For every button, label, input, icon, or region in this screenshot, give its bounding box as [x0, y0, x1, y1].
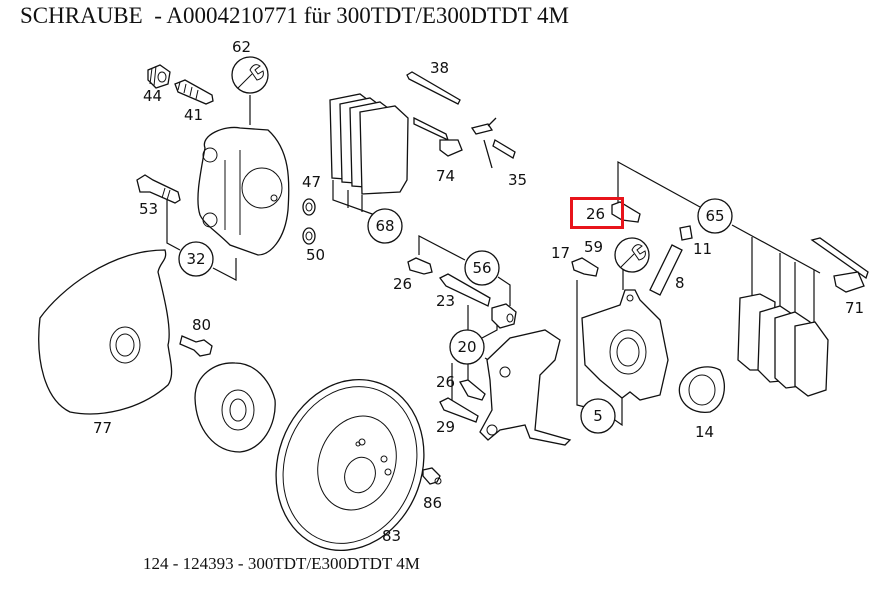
label-23[interactable]: 23: [436, 292, 455, 310]
part-32-brake-caliper[interactable]: [197, 126, 290, 256]
label-86[interactable]: 86: [423, 494, 442, 512]
callout-20[interactable]: 20: [449, 329, 485, 365]
part-29-bolt[interactable]: [439, 397, 479, 423]
label-62[interactable]: 62: [232, 38, 251, 56]
label-11[interactable]: 11: [693, 240, 712, 258]
label-74[interactable]: 74: [436, 167, 455, 185]
svg-text:65: 65: [705, 207, 724, 225]
label-41[interactable]: 41: [184, 106, 203, 124]
label-17[interactable]: 17: [551, 244, 570, 262]
part-wheel-hub[interactable]: [194, 362, 276, 453]
part-53-bolt[interactable]: [136, 174, 181, 204]
part-11-cap[interactable]: [679, 225, 693, 241]
label-26-a[interactable]: 26: [393, 275, 412, 293]
label-26-highlighted[interactable]: 26: [586, 205, 605, 223]
label-53[interactable]: 53: [139, 200, 158, 218]
label-77[interactable]: 77: [93, 419, 112, 437]
part-26-bolt-b[interactable]: [459, 379, 486, 401]
callout-56[interactable]: 56: [464, 250, 500, 286]
part-50-washer[interactable]: [302, 227, 316, 245]
part-74-spring[interactable]: [413, 116, 463, 157]
label-35[interactable]: 35: [508, 171, 527, 189]
diagram-caption: 124 - 124393 - 300TDT/E300DTDT 4M: [143, 554, 420, 573]
part-8-bleeder-valve[interactable]: [649, 244, 683, 296]
callout-65[interactable]: 65: [697, 198, 733, 234]
label-26-b[interactable]: 26: [436, 373, 455, 391]
part-17-bolt[interactable]: [571, 257, 599, 277]
label-50[interactable]: 50: [306, 246, 325, 264]
wrench-icon-59: [614, 237, 650, 273]
label-47[interactable]: 47: [302, 173, 321, 191]
part-71-clip[interactable]: [810, 237, 869, 293]
label-59[interactable]: 59: [584, 238, 603, 256]
svg-text:20: 20: [457, 338, 476, 356]
highlight-box-part-26: [570, 197, 624, 229]
part-20-caliper-bracket[interactable]: [479, 329, 572, 446]
label-71[interactable]: 71: [845, 299, 864, 317]
label-80[interactable]: 80: [192, 316, 211, 334]
part-86-screw[interactable]: [422, 467, 442, 485]
page-title: SCHRAUBE - A0004210771 für 300TDT/E300DT…: [20, 3, 570, 28]
part-14-retaining-ring[interactable]: [678, 366, 725, 413]
part-41-bleeder-screw[interactable]: [174, 79, 214, 105]
label-14[interactable]: 14: [695, 423, 714, 441]
svg-text:68: 68: [375, 217, 394, 235]
part-35-spreader-clip[interactable]: [470, 117, 516, 169]
part-5-brake-caliper[interactable]: [581, 289, 669, 401]
label-44[interactable]: 44: [143, 87, 162, 105]
part-26-bolt-highlighted[interactable]: [611, 201, 641, 223]
callout-68[interactable]: 68: [367, 208, 403, 244]
label-29[interactable]: 29: [436, 418, 455, 436]
part-26-bolt-a[interactable]: [407, 257, 433, 275]
part-83-brake-disc[interactable]: [253, 359, 448, 572]
svg-text:56: 56: [472, 259, 491, 277]
part-38-pin[interactable]: [406, 71, 461, 105]
part-23-guide-pin[interactable]: [439, 273, 491, 307]
part-68-brake-pads[interactable]: [329, 93, 409, 195]
part-44-sleeve[interactable]: [147, 64, 171, 89]
svg-text:32: 32: [186, 250, 205, 268]
callout-32[interactable]: 32: [178, 241, 214, 277]
label-38[interactable]: 38: [430, 59, 449, 77]
label-8[interactable]: 8: [675, 274, 685, 292]
part-47-washer[interactable]: [302, 198, 316, 216]
part-56-bushing[interactable]: [491, 303, 517, 329]
part-77-dust-shield[interactable]: [38, 249, 173, 415]
svg-text:5: 5: [593, 407, 603, 425]
label-83[interactable]: 83: [382, 527, 401, 545]
part-65-brake-pads[interactable]: [737, 293, 829, 397]
callout-5[interactable]: 5: [580, 398, 616, 434]
part-80-bolt[interactable]: [179, 335, 213, 357]
wrench-icon-62: [231, 56, 269, 94]
